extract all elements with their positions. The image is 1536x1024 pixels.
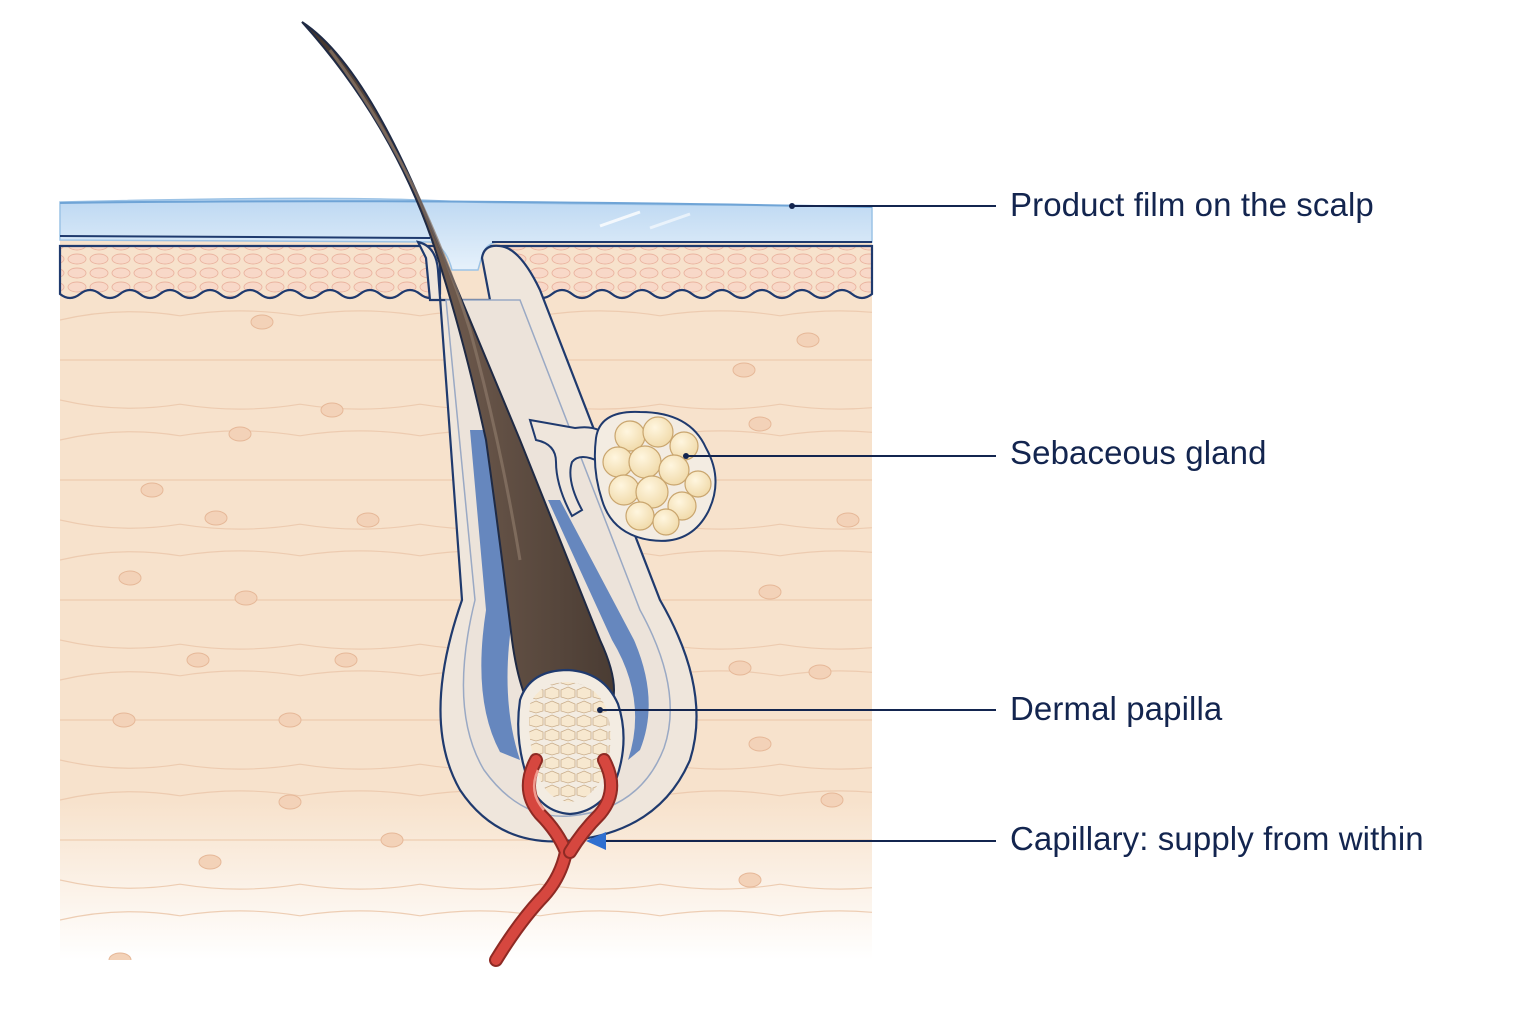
dermis-cell — [732, 362, 756, 378]
dermis-cell — [278, 712, 302, 728]
sebaceous-gland — [528, 410, 717, 542]
dermis-cell — [796, 332, 820, 348]
dermis-cell — [278, 794, 302, 810]
gland-cells — [602, 416, 712, 536]
dermis-cell — [112, 712, 136, 728]
dermis-cell — [198, 854, 222, 870]
dermis-cell — [738, 872, 762, 888]
dermal-papilla — [517, 668, 625, 816]
dermis-cell — [250, 314, 274, 330]
dermis-cell — [748, 736, 772, 752]
label-capillary: Capillary: supply from within — [1010, 820, 1424, 857]
dermis-cell — [808, 664, 832, 680]
dermis-cell — [234, 590, 258, 606]
dermis-cell — [108, 952, 132, 960]
dermis-cell — [820, 792, 844, 808]
dermis-cell — [836, 512, 860, 528]
dermis-cell — [748, 416, 772, 432]
dermis-fibre — [60, 879, 872, 890]
dermis-cell — [380, 832, 404, 848]
dermis-cell — [758, 584, 782, 600]
label-dermal-papilla: Dermal papilla — [1010, 690, 1223, 727]
dermis-cell — [334, 652, 358, 668]
product-film — [59, 197, 873, 271]
label-product-film: Product film on the scalp — [1010, 186, 1374, 223]
leader-lines — [600, 205, 996, 842]
capillary — [489, 753, 618, 967]
dermis-cell — [140, 482, 164, 498]
dermis-cell — [320, 402, 344, 418]
dermis-fibre — [60, 910, 872, 921]
dermis-cell — [186, 652, 210, 668]
dermis-cell — [356, 512, 380, 528]
dermis-cell — [204, 510, 228, 526]
label-sebaceous-gland: Sebaceous gland — [1010, 434, 1267, 471]
dermis-cell — [728, 660, 752, 676]
dermis-cell — [118, 570, 142, 586]
arrowhead-icon — [586, 832, 606, 850]
dermis-cell — [228, 426, 252, 442]
